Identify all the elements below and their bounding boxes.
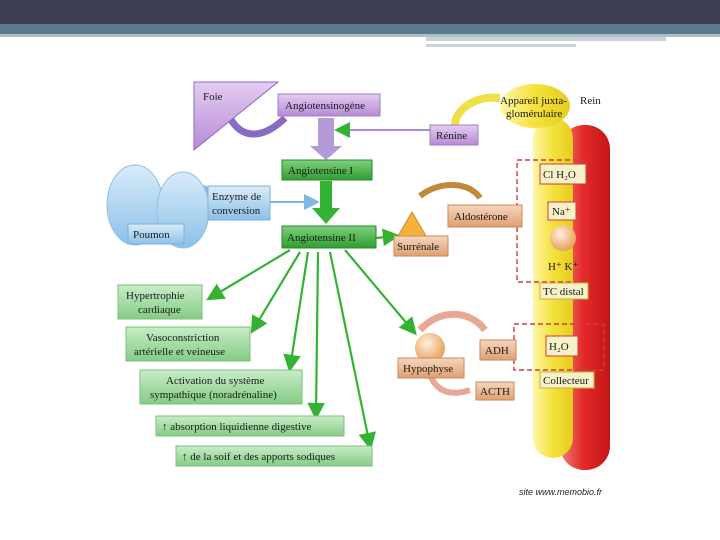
tubule-cell: [550, 225, 576, 251]
angiotensinogene-box: [277, 93, 381, 117]
arrow-to-soif: [328, 251, 376, 451]
straight-arrows: [270, 118, 430, 224]
na-label: Na⁺: [552, 206, 571, 218]
effect-arrows: [206, 228, 417, 451]
angiotensinogene-label: Angiotensinogène: [285, 100, 365, 112]
foie-label: Foie: [203, 91, 223, 103]
rein-label: Rein: [580, 95, 601, 107]
arrow-hypophyse-to-acth: [427, 373, 471, 396]
angiotensine1-box: [281, 159, 373, 181]
hypertrophie-label-1: Hypertrophie: [126, 290, 185, 302]
enzyme-label-1: Enzyme de: [212, 191, 261, 203]
arrow-juxta-to-renine: [451, 93, 501, 126]
aldosterone-label: Aldostérone: [454, 211, 508, 223]
arrow-angiotensinogene-down-head: [310, 146, 342, 160]
tc-distal-box: [539, 282, 589, 300]
arrow-to-activation: [283, 251, 310, 373]
foie-node: Foie: [193, 81, 280, 152]
vasoconstriction-label-2: artérielle et veineuse: [134, 346, 225, 358]
arrow-foie-to-angiotensinogene: [224, 112, 288, 138]
header-bar: [0, 0, 720, 24]
glomerulus: [500, 84, 570, 128]
activation-box: [139, 369, 303, 405]
arrow-ang1-to-ang2-head: [312, 208, 340, 224]
soif-label: ↑ de la soif et des apports sodiques: [182, 451, 335, 463]
hypophyse-label: Hypophyse: [403, 363, 453, 375]
absorption-box: [155, 415, 345, 437]
adh-label: ADH: [485, 345, 509, 357]
hypertrophie-box: [117, 284, 203, 320]
arrow-to-absorption: [307, 251, 325, 421]
foie-triangle: [193, 81, 280, 152]
kidney-structure: [500, 84, 610, 470]
poumon-box: [127, 223, 185, 245]
appareil-label-1: Appareil juxta-: [500, 95, 567, 107]
arrow-aldo-to-tubule: [418, 181, 483, 200]
activation-label-1: Activation du système: [166, 375, 264, 387]
surrenale-box: [393, 235, 449, 257]
vasoconstriction-box: [125, 326, 251, 362]
cl-h2o-label: Cl H₂O: [543, 169, 576, 181]
acth-label: ACTH: [480, 386, 510, 398]
na-box: [547, 201, 577, 221]
collecteur-label: Collecteur: [543, 375, 589, 387]
header-tab-2: [426, 44, 576, 47]
appareil-label-2: glomérulaire: [506, 108, 562, 120]
collecteur-box: [539, 371, 595, 389]
header-tab-1: [426, 37, 666, 41]
hk-label: H⁺ K⁺: [548, 261, 578, 273]
renine-label: Rénine: [436, 130, 467, 142]
arrow-hypophyse-to-adh: [417, 310, 488, 333]
arrow-to-vasoconstriction: [250, 251, 301, 334]
arrow-ang1-to-ang2-shaft: [320, 181, 332, 209]
absorption-label: ↑ absorption liquidienne digestive: [162, 421, 312, 433]
angiotensine2-box: [281, 225, 377, 249]
vasoconstriction-label-1: Vasoconstriction: [146, 332, 220, 344]
arrow-angiotensinogene-down: [318, 118, 334, 148]
angiotensine2-label: Angiotensine II: [287, 232, 356, 244]
hypophyse-gland: [415, 333, 445, 363]
hypophyse-box: [397, 357, 465, 379]
surrenale-label: Surrénale: [397, 241, 439, 253]
cl-h2o-box: [539, 163, 587, 185]
hypertrophie-label-2: cardiaque: [138, 304, 181, 316]
enzyme-box: [207, 185, 271, 221]
renine-box: [429, 124, 479, 146]
h2o-box: [545, 335, 579, 357]
arrow-to-hypophyse: [344, 249, 417, 336]
soif-box: [175, 445, 373, 467]
surrenale-shape: [397, 211, 427, 237]
h2o-label: H₂O: [549, 341, 569, 353]
activation-label-2: sympathique (noradrénaline): [150, 389, 277, 401]
enzyme-label-2: conversion: [212, 205, 261, 217]
acth-box: [475, 381, 515, 401]
adh-box: [479, 339, 517, 361]
source-credit: site www.memobio.fr: [519, 487, 603, 497]
poumon-label: Poumon: [133, 229, 170, 241]
angiotensine1-label: Angiotensine I: [288, 165, 353, 177]
header-stripe-light: [0, 34, 720, 37]
arrow-to-surrenale: [375, 228, 401, 247]
poumon-node: Poumon: [106, 164, 210, 249]
tc-distal-label: TC distal: [543, 286, 584, 298]
arrow-to-hypertrophie: [206, 249, 291, 301]
header-stripe: [0, 24, 720, 34]
aldosterone-box: [447, 204, 523, 228]
